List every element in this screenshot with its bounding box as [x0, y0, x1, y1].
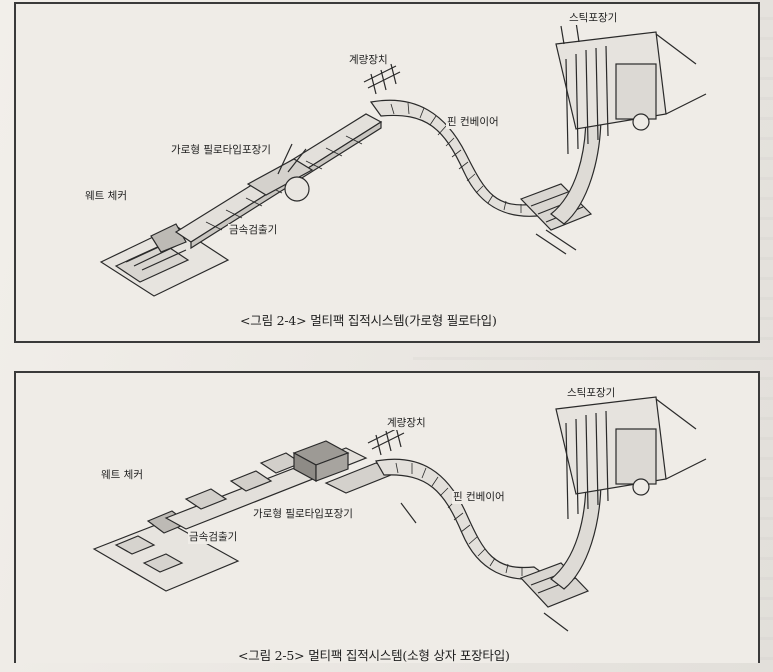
label-pin-conveyor-2: 핀 컨베이어 — [452, 491, 506, 504]
figure-2-4: 스틱포장기 계량장치 핀 컨베이어 가로형 필로타입포장기 웨트 체커 금속검출… — [14, 2, 760, 343]
label-horizontal-pillow-packer-2: 가로형 필로타입포장기 — [252, 508, 354, 521]
stick-packer-unit-2 — [555, 396, 707, 520]
figure-2-5: 스틱포장기 계량장치 핀 컨베이어 가로형 필로타입포장기 웨트 체커 금속검출… — [14, 371, 760, 663]
label-stick-packer-2: 스틱포장기 — [566, 387, 617, 400]
label-weighing-device-2: 계량장치 — [386, 417, 427, 430]
label-weight-checker-2: 웨트 체커 — [100, 469, 144, 482]
label-metal-detector-2: 금속검출기 — [188, 531, 239, 544]
figure-2-4-illustration — [99, 21, 707, 297]
label-weighing-device: 계량장치 — [348, 54, 389, 67]
stick-packer-unit — [555, 21, 707, 155]
label-metal-detector: 금속검출기 — [228, 224, 279, 237]
carton-stack — [292, 440, 350, 483]
label-pin-conveyor: 핀 컨베이어 — [446, 116, 500, 129]
figure-2-5-caption: <그림 2-5> 멀티팩 집적시스템(소형 상자 포장타입) — [238, 648, 510, 663]
label-stick-packer: 스틱포장기 — [568, 12, 619, 25]
weighing-unit — [363, 63, 401, 95]
label-weight-checker: 웨트 체커 — [84, 190, 128, 203]
figure-2-5-illustration — [92, 396, 707, 632]
weighing-unit-2 — [367, 426, 405, 456]
figure-2-4-caption: <그림 2-4> 멀티팩 집적시스템(가로형 필로타입) — [240, 313, 497, 328]
label-horizontal-pillow-packer: 가로형 필로타입포장기 — [170, 144, 272, 157]
pillow-packer-unit — [246, 143, 314, 202]
